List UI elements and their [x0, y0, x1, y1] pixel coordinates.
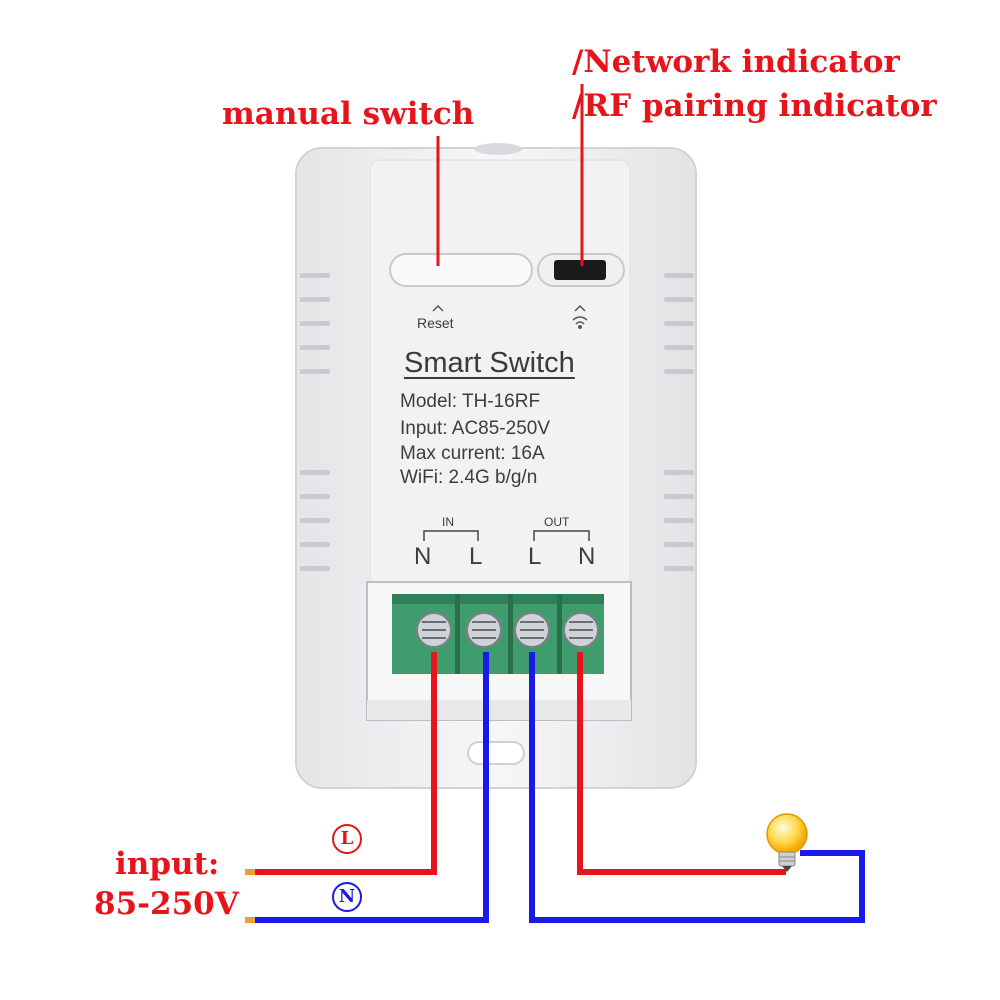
wifi-icon [572, 316, 588, 329]
reset-label: Reset [417, 315, 454, 331]
manual-switch-callout: manual switch [222, 96, 475, 132]
spec-input: Input: AC85-250V [400, 418, 550, 439]
network-indicator-callout: /Network indicator [572, 44, 900, 80]
input-label: input: [115, 846, 220, 882]
spec-max-current: Max current: 16A [400, 443, 545, 464]
live-wire-symbol: L [332, 824, 362, 854]
input-voltage-label: 85-250V [94, 886, 239, 922]
neutral-output-wire [529, 652, 865, 923]
terminal-in-n: N [414, 543, 432, 570]
terminal-in-l: L [469, 543, 483, 570]
rf-pairing-indicator-callout: /RF pairing indicator [572, 88, 937, 124]
live-output-wire [577, 652, 786, 875]
in-bracket [423, 530, 479, 541]
out-bracket [533, 530, 590, 541]
spec-model: Model: TH-16RF [400, 391, 541, 412]
wire-ends [245, 869, 255, 923]
neutral-input-wire [255, 652, 489, 923]
terminal-out-n: N [578, 543, 596, 570]
reset-caret-icon [432, 304, 444, 312]
manual-switch-button[interactable] [389, 253, 533, 287]
out-group-label: OUT [544, 515, 570, 529]
spec-wifi: WiFi: 2.4G b/g/n [400, 467, 538, 488]
lightbulb-icon [766, 813, 808, 872]
device-title: Smart Switch [404, 347, 575, 379]
indicator-caret-icon [574, 304, 586, 312]
terminal-screws [416, 612, 599, 648]
in-group-label: IN [442, 515, 454, 529]
neutral-wire-symbol: N [332, 882, 362, 912]
live-input-wire [255, 652, 437, 875]
terminal-out-l: L [528, 543, 542, 570]
